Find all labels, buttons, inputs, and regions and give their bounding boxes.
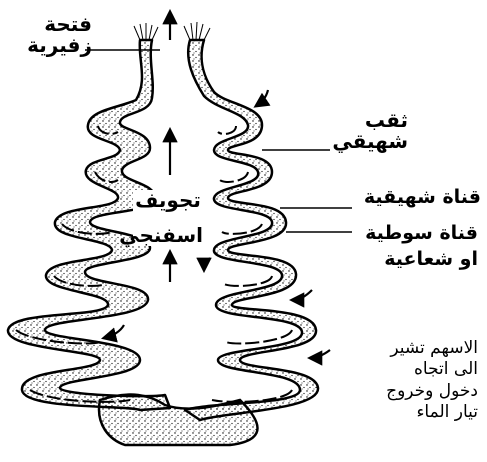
- label-spongocoel: تجويف اسفنجي: [133, 190, 203, 246]
- label-ostium: ثقب شهيقي: [348, 110, 408, 152]
- label-ostium-line2: شهيقي: [348, 131, 408, 152]
- label-radial-canal-line1: قناة سوطية: [358, 224, 478, 244]
- inner-arrow-left: [104, 325, 124, 338]
- osculum-flagella: [134, 22, 210, 40]
- label-radial-canal-line2: او شعاعية: [358, 250, 478, 270]
- label-osculum-line2: زفيرية: [22, 35, 92, 56]
- label-ostium-line1: ثقب: [348, 110, 408, 131]
- note-line2: الى اتجاه: [348, 359, 478, 380]
- inner-arrow-1: [204, 258, 210, 270]
- label-osculum: فتحة زفيرية: [22, 14, 92, 56]
- note-line3: دخول وخروج: [348, 381, 478, 402]
- body-wall-right: [185, 40, 318, 420]
- label-osculum-line1: فتحة: [22, 14, 92, 35]
- note-line1: الاسهم تشير: [348, 338, 478, 359]
- note-line4: تيار الماء: [348, 402, 478, 423]
- inner-arrow-2: [292, 290, 312, 300]
- label-radial-canal: قناة سوطية او شعاعية: [358, 224, 478, 270]
- in-arrow-right-mid: [310, 350, 330, 358]
- label-spongocoel-line2: اسفنجي: [133, 225, 203, 246]
- label-arrows-note: الاسهم تشير الى اتجاه دخول وخروج تيار ال…: [348, 338, 478, 423]
- label-spongocoel-line1: تجويف: [133, 190, 203, 211]
- label-incurrent-canal: قناة شهيقية: [356, 188, 481, 208]
- in-arrow-right-top: [256, 90, 268, 106]
